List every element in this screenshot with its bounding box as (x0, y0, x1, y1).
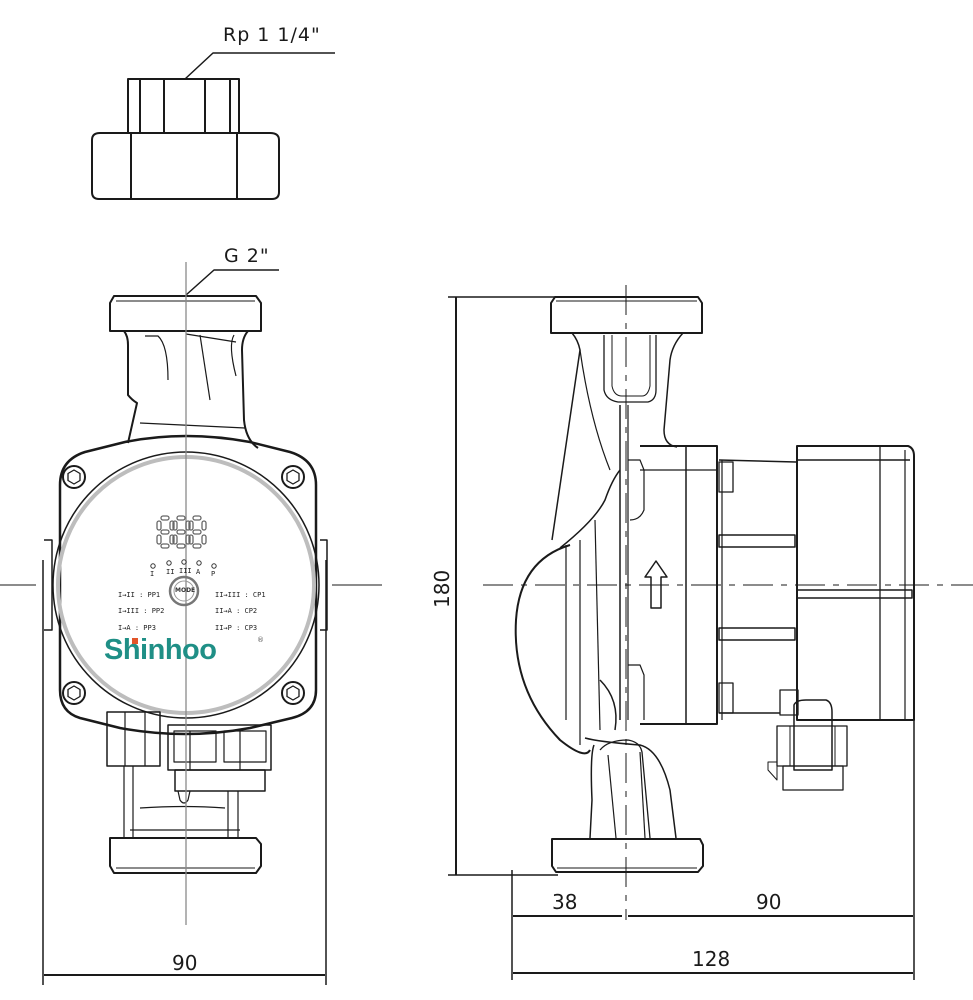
indicator-label-p: P (211, 570, 216, 578)
registered-mark: ® (257, 636, 264, 644)
left-mode-2: I→III : PP2 (118, 607, 165, 615)
dimension-lines (42, 296, 915, 985)
side-right-dimension: 90 (756, 890, 782, 914)
mode-button: MODE (175, 587, 196, 594)
indicator-label-1: I (150, 570, 155, 578)
indicator-label-2: II (166, 568, 175, 576)
indicator-label-a: A (196, 568, 201, 576)
right-mode-2: II→A : CP2 (215, 607, 258, 615)
left-mode-3: I→A : PP3 (118, 624, 156, 632)
indicator-label-3: III (179, 567, 192, 575)
right-mode-1: II→III : CP1 (215, 591, 266, 599)
port-thread-label: G 2" (224, 245, 270, 267)
brand-logo: Shinhoo (104, 634, 217, 666)
height-dimension: 180 (430, 569, 454, 608)
mode-button-ring (168, 575, 200, 607)
front-width-dimension: 90 (172, 951, 198, 975)
led-indicators (150, 559, 217, 569)
side-left-dimension: 38 (552, 890, 578, 914)
center-lines (0, 262, 973, 925)
union-thread-label: Rp 1 1/4" (223, 24, 321, 46)
side-total-dimension: 128 (692, 947, 731, 971)
left-mode-1: I→II : PP1 (118, 591, 161, 599)
seven-segment-display (156, 515, 207, 549)
right-mode-3: II→P : CP3 (215, 624, 258, 632)
union-fitting (91, 52, 335, 200)
logo-i-dot (132, 638, 138, 644)
